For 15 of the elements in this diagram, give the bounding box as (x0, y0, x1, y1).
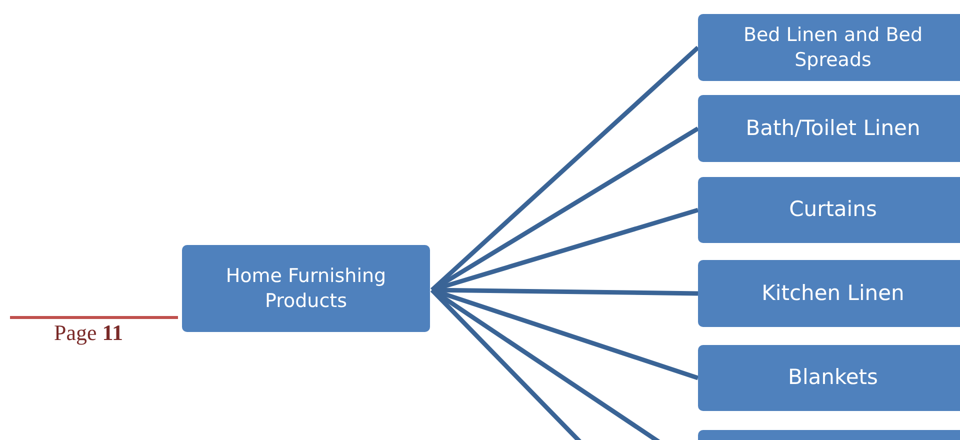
category-box (698, 14, 960, 81)
category-box (698, 95, 960, 162)
category-box (698, 345, 960, 411)
page-number: Page 11 (54, 320, 124, 346)
connector-line (430, 126, 700, 292)
category-label: Bath/Toilet Linen (746, 114, 920, 142)
category-label: Blankets (788, 364, 878, 392)
category-label: Bed Linen and Bed Spreads (742, 22, 924, 72)
category-box (698, 177, 960, 243)
category-box (182, 245, 430, 332)
category-label: Home Furnishing Products (224, 264, 388, 314)
category-box (698, 260, 960, 327)
category-label: Kitchen Linen (762, 280, 904, 307)
category-label: Curtains (789, 196, 877, 224)
connector-line (431, 288, 699, 380)
